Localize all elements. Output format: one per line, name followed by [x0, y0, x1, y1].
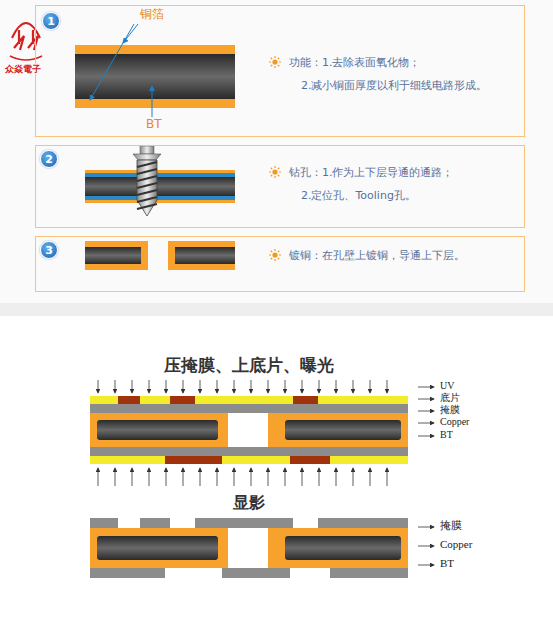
part-label: Copper — [440, 416, 469, 428]
step-description: 2.定位孔、Tooling孔。 — [301, 189, 416, 202]
part-label: 底片 — [440, 392, 460, 404]
step-panel: 钻孔：1.作为上下层导通的通路； 2.定位孔、Tooling孔。 2 — [35, 145, 525, 228]
step-number: 1 — [42, 12, 60, 30]
part-label: 铜箔 — [140, 8, 164, 22]
step-panel: 功能：1.去除表面氧化物； 2.减小铜面厚度以利于细线电路形成。 1 — [35, 5, 525, 137]
callout-number: 3 — [45, 245, 53, 256]
callout-number: 1 — [47, 16, 55, 27]
part-label: UV — [440, 380, 454, 392]
stage-title: 显影 — [233, 494, 265, 512]
part-label: BT — [440, 557, 454, 570]
step-description: 钻孔：1.作为上下层导通的通路； — [289, 166, 454, 179]
logo-text: 众焱電子 — [4, 64, 42, 74]
step-description: 功能：1.去除表面氧化物； — [289, 56, 421, 69]
drill-bit — [133, 146, 161, 216]
step-panel: 镀铜：在孔壁上镀铜，导通上下层。 3 — [35, 236, 525, 292]
callout-number: 2 — [45, 154, 53, 165]
company-logo — [10, 23, 42, 60]
stage-title: 压掩膜、上底片、曝光 — [164, 356, 334, 376]
part-label: BT — [440, 429, 453, 441]
step-number: 2 — [40, 150, 58, 168]
step-number: 3 — [40, 241, 58, 259]
bullet-icon — [269, 56, 281, 261]
part-label: 掩膜 — [440, 404, 460, 416]
part-label: BT — [146, 118, 162, 132]
part-label: Copper — [440, 538, 472, 551]
step-description: 镀铜：在孔壁上镀铜，导通上下层。 — [289, 249, 465, 262]
part-label: 掩膜 — [440, 519, 462, 532]
step-description: 2.减小铜面厚度以利于细线电路形成。 — [301, 79, 488, 92]
